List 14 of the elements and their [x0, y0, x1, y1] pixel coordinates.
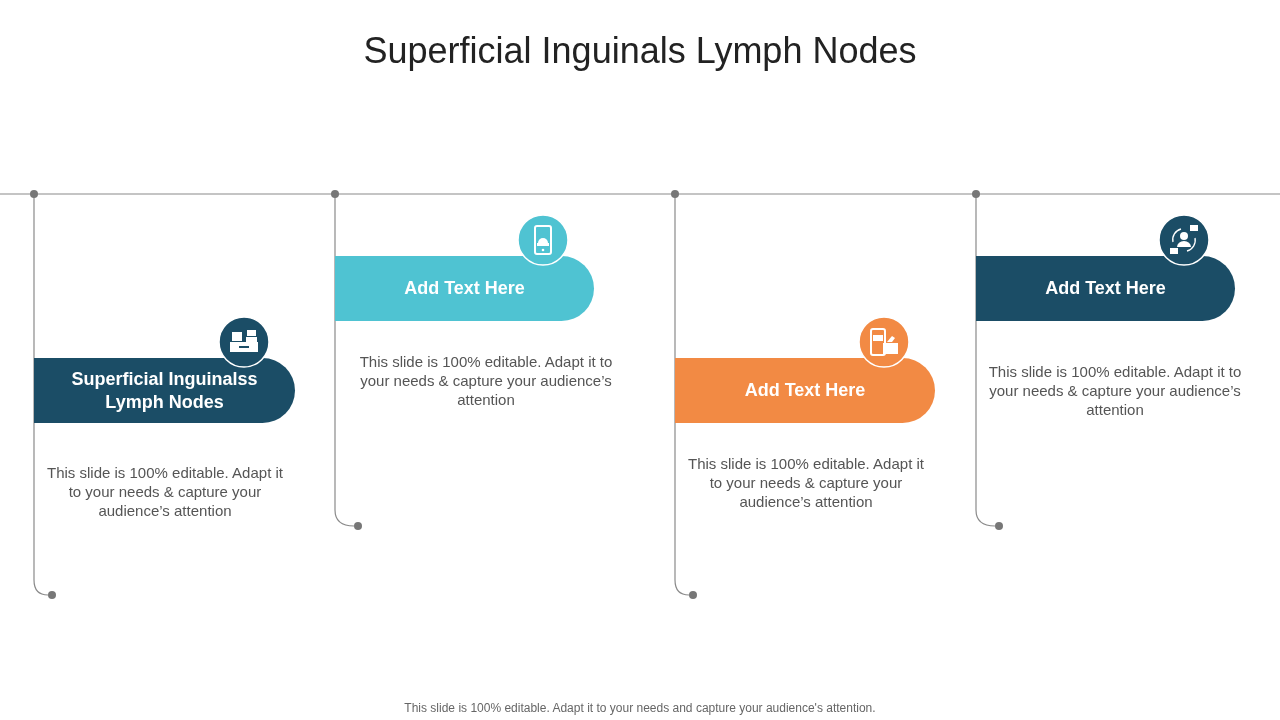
label-banner	[675, 358, 935, 423]
banner-heading: Add Text Here	[403, 277, 526, 300]
label-banner	[335, 256, 594, 321]
description-text: This slide is 100% editable. Adapt it to your needs & capture your audience’s attention	[987, 362, 1243, 419]
description-text: This slide is 100% editable. Adapt it to your needs & capture your audience’s attention	[358, 352, 614, 409]
description-text: This slide is 100% editable. Adapt it to your needs & capture your audience’s attention	[687, 454, 925, 511]
banner-heading: Add Text Here	[1044, 277, 1167, 300]
banner-heading: Add Text Here	[743, 379, 867, 402]
label-banner	[34, 358, 295, 423]
label-banner	[976, 256, 1235, 321]
footer-note: This slide is 100% editable. Adapt it to your needs and capture your audience's attention.	[403, 701, 877, 715]
slide-title: Superficial Inguinals Lymph Nodes	[362, 30, 918, 72]
banner-heading: Superficial Inguinalss Lymph Nodes	[70, 367, 259, 414]
description-text: This slide is 100% editable. Adapt it to your needs & capture your audience’s attention	[46, 463, 284, 520]
